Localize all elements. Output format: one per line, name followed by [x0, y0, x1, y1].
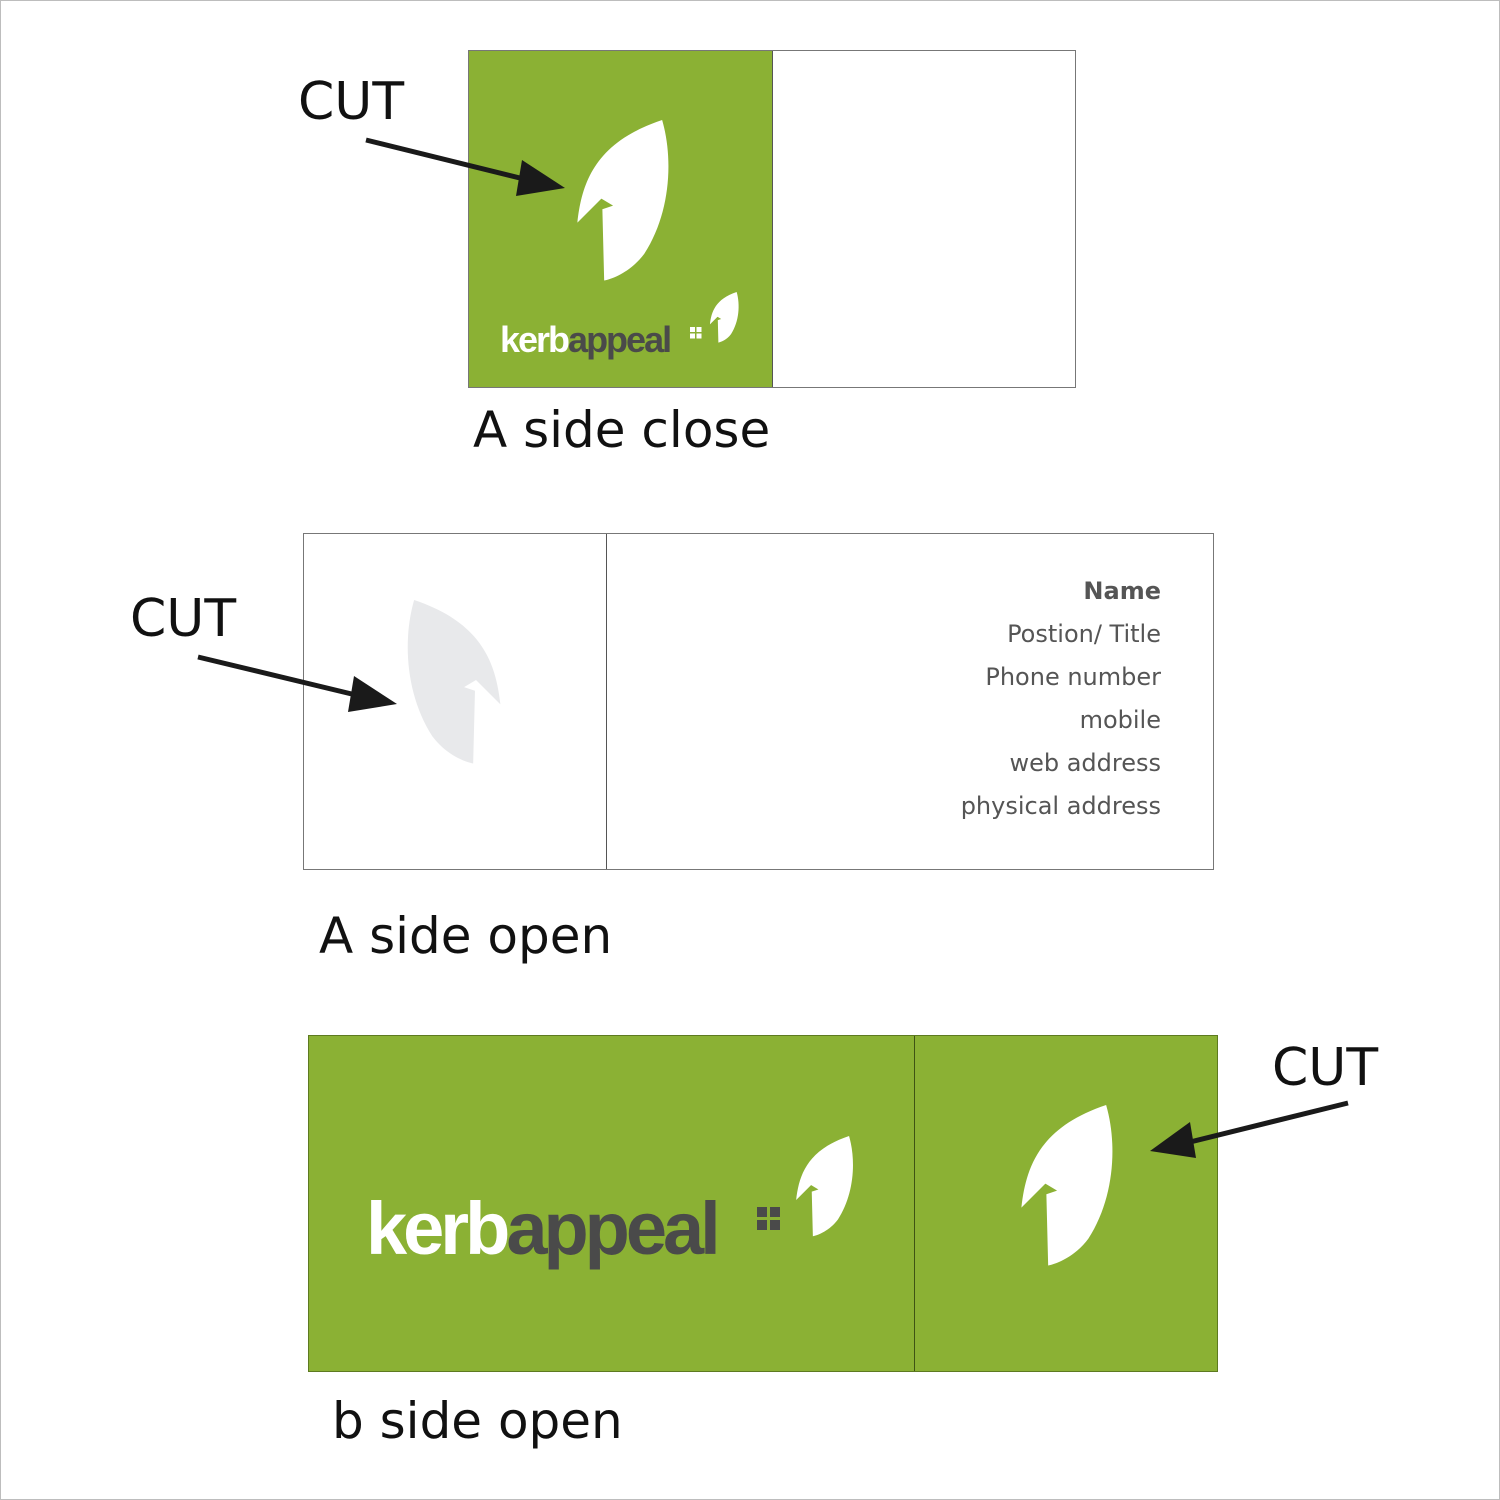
- cut-label: CUT: [1272, 1038, 1379, 1098]
- contact-phone: Phone number: [985, 663, 1161, 691]
- contact-title: Postion/ Title: [1007, 620, 1161, 648]
- leaf-icon: [407, 600, 501, 764]
- leaf-icon: [796, 1136, 853, 1237]
- logo-wordmark: kerbappeal: [500, 319, 672, 360]
- logo-appeal: appeal: [568, 319, 672, 360]
- a-side-open-caption: A side open: [319, 907, 613, 965]
- logo-wordmark: kerbappeal: [366, 1192, 721, 1266]
- contact-mobile: mobile: [1079, 706, 1161, 734]
- b-side-open-caption: b side open: [332, 1392, 623, 1450]
- a-side-open-card: [303, 533, 1214, 870]
- cut-label: CUT: [298, 72, 405, 132]
- b-side-open-fold-line: [914, 1036, 915, 1371]
- logo-appeal: appeal: [506, 1187, 720, 1270]
- a-side-close-caption: A side close: [473, 401, 771, 459]
- a-side-open-fold-line: [606, 534, 607, 869]
- window-grid-icon: [690, 327, 702, 339]
- a-side-close-fold-line: [772, 51, 773, 387]
- cut-label: CUT: [130, 589, 237, 649]
- logo-kerb: kerb: [366, 1187, 510, 1270]
- contact-name: Name: [1083, 577, 1161, 605]
- contact-web: web address: [1009, 749, 1161, 777]
- leaf-icon: [709, 292, 739, 343]
- leaf-icon: [577, 120, 669, 281]
- contact-address: physical address: [960, 792, 1161, 820]
- window-grid-icon: [757, 1207, 780, 1230]
- logo-kerb: kerb: [500, 319, 570, 360]
- leaf-icon: [1021, 1105, 1113, 1266]
- a-side-close-card: [468, 50, 1076, 388]
- contact-details: Name Postion/ Title Phone number mobile …: [961, 574, 1161, 832]
